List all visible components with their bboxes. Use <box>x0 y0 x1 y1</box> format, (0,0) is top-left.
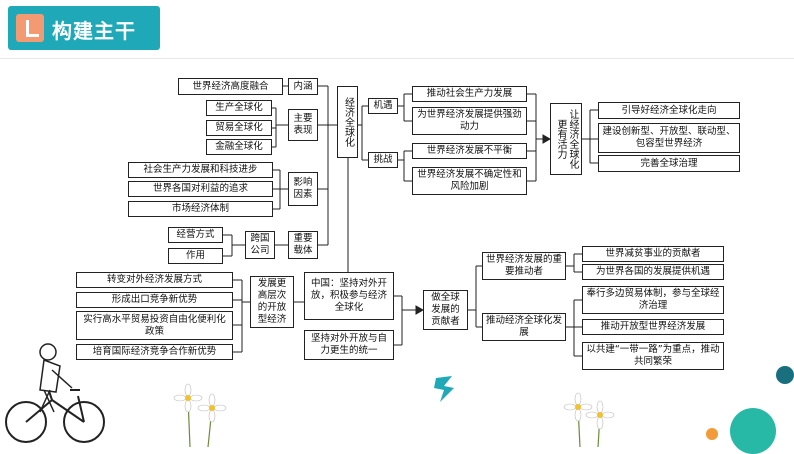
node-unbalanced: 世界经济发展不平衡 <box>412 143 527 159</box>
node-growth-engine: 世界经济发展的重要推动者 <box>482 252 566 280</box>
node-guide-globalization: 引导好经济全球化走向 <box>598 102 740 119</box>
node-econ-globalization-label: 经济全球化 <box>342 97 354 147</box>
orange-dot-decoration <box>706 428 718 440</box>
corner-mark-icon <box>16 14 44 42</box>
butterfly-icon <box>434 376 454 402</box>
node-cultivate-competition: 培育国际经济竞争合作新优势 <box>76 344 233 360</box>
node-national-interest: 世界各国对利益的追求 <box>128 181 273 197</box>
node-finance-globalization: 金融全球化 <box>206 139 272 155</box>
cyclist-illustration <box>5 343 105 443</box>
node-important-carrier: 重要载体 <box>288 231 318 259</box>
node-belt-road: 以共建“一带一路”为重点，推动共同繁荣 <box>582 342 724 370</box>
node-uncertainty: 世界经济发展不确定性和风险加剧 <box>412 167 527 195</box>
node-change-mode: 转变对外经济发展方式 <box>76 272 233 288</box>
node-world-economy-fusion: 世界经济高度融合 <box>178 78 283 95</box>
node-business-mode: 经营方式 <box>168 227 223 243</box>
daisy-flowers-left <box>173 383 227 447</box>
header-divider <box>0 58 794 59</box>
node-perfect-governance: 完善全球治理 <box>598 155 740 172</box>
node-multinational: 跨国公司 <box>245 231 275 259</box>
node-power-for-development: 为世界经济发展提供强劲动力 <box>412 107 527 135</box>
node-poverty-contributor: 世界减贫事业的贡献者 <box>582 246 724 262</box>
teal-circle-decoration <box>776 366 794 384</box>
daisy-flowers-right <box>563 392 615 447</box>
node-china-open: 中国：坚持对外开放，积极参与经济全球化 <box>304 272 394 320</box>
node-make-globalization-label: 让经济全球化更有活力 <box>555 109 578 169</box>
node-promote-globalization: 推动经济全球化发展 <box>482 313 566 341</box>
node-zuoyong: 作用 <box>168 248 223 264</box>
node-market-system: 市场经济体制 <box>128 201 273 217</box>
node-export-competition: 形成出口竞争新优势 <box>76 292 233 308</box>
node-trade-globalization: 贸易全球化 <box>206 120 272 136</box>
node-challenge: 挑战 <box>368 152 398 168</box>
node-make-globalization: 让经济全球化更有活力 <box>550 103 582 175</box>
node-opportunity: 机遇 <box>368 98 398 114</box>
mint-circle-decoration <box>730 408 776 454</box>
node-influence-factors: 影响因素 <box>288 172 318 206</box>
section-badge: 构建主干 <box>8 6 160 50</box>
section-title: 构建主干 <box>52 19 136 43</box>
node-neihan: 内涵 <box>288 78 318 95</box>
node-main-manifest: 主要表现 <box>288 109 318 141</box>
node-production-globalization: 生产全球化 <box>206 100 272 116</box>
node-social-productivity: 社会生产力发展和科技进步 <box>128 162 273 178</box>
node-multilateral: 奉行多边贸易体制，参与全球经济治理 <box>582 286 724 314</box>
node-econ-globalization: 经济全球化 <box>337 86 358 158</box>
node-contributor: 做全球发展的贡献者 <box>423 290 468 330</box>
node-higher-open: 发展更高层次的开放型经济 <box>250 276 294 328</box>
node-build-new: 建设创新型、开放型、联动型、包容型世界经济 <box>598 123 740 153</box>
node-promote-productivity: 推动社会生产力发展 <box>412 86 527 102</box>
header: 构建主干 <box>0 0 794 58</box>
node-liberalization: 实行高水平贸易投资自由化便利化政策 <box>76 311 233 340</box>
node-promote-open-world: 推动开放型世界经济发展 <box>582 319 724 335</box>
node-provide-opportunity: 为世界各国的发展提供机遇 <box>582 264 724 280</box>
node-unity: 坚持对外开放与自力更生的统一 <box>304 330 394 360</box>
